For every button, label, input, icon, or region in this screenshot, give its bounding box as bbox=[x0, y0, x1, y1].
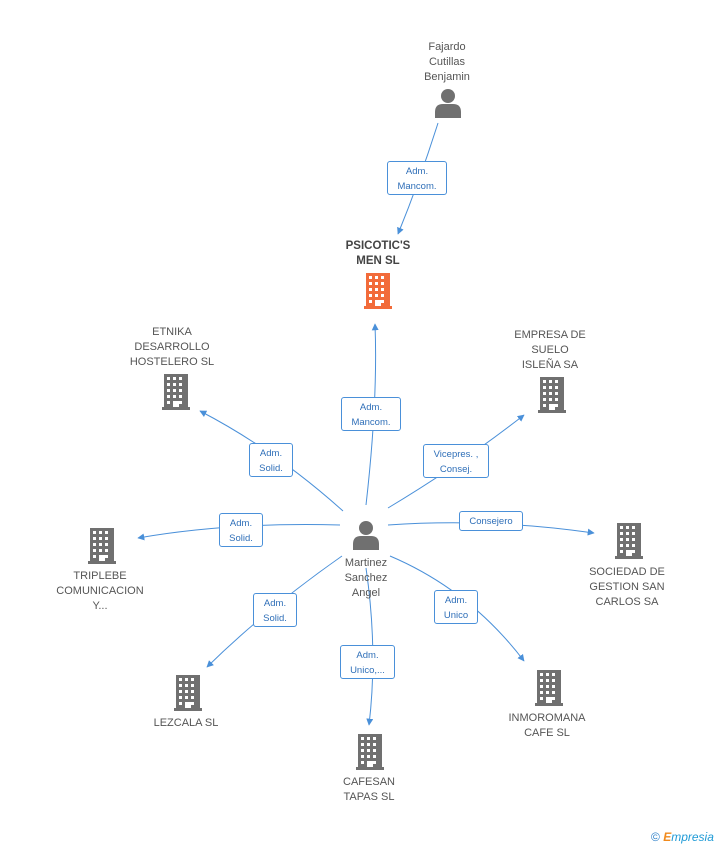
brand-logo-initial: E bbox=[663, 830, 672, 844]
lezcala-label[interactable]: LEZCALA SL bbox=[153, 717, 219, 729]
building-icon bbox=[535, 670, 563, 706]
edge-label-martinez-to-sociedad[interactable]: Consejero bbox=[459, 511, 523, 531]
martinez-label[interactable]: Martinez Sanchez Angel bbox=[344, 557, 388, 599]
edge-label-martinez-to-psicotics[interactable]: Adm. Mancom. bbox=[341, 397, 401, 431]
edge-label-fajardo-to-psicotics[interactable]: Adm. Mancom. bbox=[387, 161, 447, 195]
copyright-credit: © Empresia bbox=[651, 830, 714, 844]
edge-label-martinez-to-etnika[interactable]: Adm. Solid. bbox=[249, 443, 293, 477]
building-icon bbox=[88, 528, 116, 564]
person-icon bbox=[353, 521, 379, 550]
cafesan-label[interactable]: CAFESAN TAPAS SL bbox=[343, 776, 395, 803]
building-icon bbox=[615, 523, 643, 559]
building-icon bbox=[364, 273, 392, 309]
building-icon bbox=[174, 675, 202, 711]
copyright-icon: © bbox=[651, 830, 660, 844]
edge-label-martinez-to-lezcala[interactable]: Adm. Solid. bbox=[253, 593, 297, 627]
fajardo-label[interactable]: Fajardo Cutillas Benjamin bbox=[424, 41, 470, 83]
sociedad-label[interactable]: SOCIEDAD DE GESTION SAN CARLOS SA bbox=[589, 566, 665, 608]
edge-label-martinez-to-triplebe[interactable]: Adm. Solid. bbox=[219, 513, 263, 547]
inmoromana-label[interactable]: INMOROMANA CAFE SL bbox=[508, 712, 586, 739]
psicotics-label[interactable]: PSICOTIC'S MEN SL bbox=[345, 240, 411, 267]
edge-label-martinez-to-cafesan[interactable]: Adm. Unico,... bbox=[340, 645, 395, 679]
edge-label-martinez-to-inmoromana[interactable]: Adm. Unico bbox=[434, 590, 478, 624]
person-icon bbox=[435, 89, 461, 118]
brand-logo-text: mpresia bbox=[671, 830, 714, 844]
empresa-label[interactable]: EMPRESA DE SUELO ISLEÑA SA bbox=[514, 329, 586, 371]
building-icon bbox=[538, 377, 566, 413]
triplebe-label[interactable]: TRIPLEBE COMUNICACION Y... bbox=[56, 570, 144, 612]
etnika-label[interactable]: ETNIKA DESARROLLO HOSTELERO SL bbox=[129, 326, 215, 368]
building-icon bbox=[356, 734, 384, 770]
edge-label-martinez-to-empresa[interactable]: Vicepres. , Consej. bbox=[423, 444, 489, 478]
building-icon bbox=[162, 374, 190, 410]
